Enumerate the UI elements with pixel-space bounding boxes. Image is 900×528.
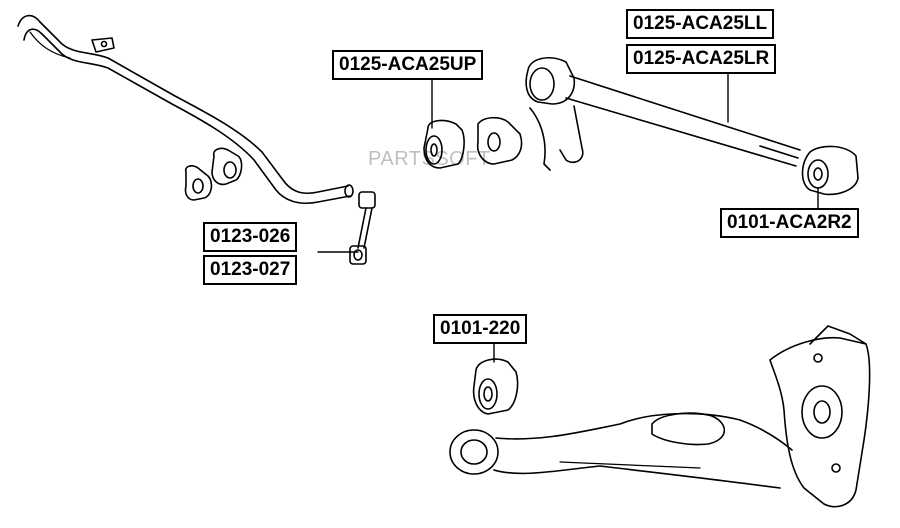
part-label-0125-aca25lr[interactable]: 0125-ACA25LR — [626, 44, 777, 74]
stabilizer-bushings-drawing — [184, 147, 243, 201]
part-label-0123-026[interactable]: 0123-026 — [203, 222, 298, 252]
part-label-0125-aca25ll[interactable]: 0125-ACA25LL — [626, 9, 775, 39]
stabilizer-bar-drawing — [17, 14, 354, 205]
lower-bushing-drawing — [472, 358, 519, 415]
watermark-text: PARTSSOFT — [368, 148, 491, 170]
upper-arm-bushing-drawing — [423, 116, 523, 169]
leader-lines — [317, 71, 819, 363]
part-label-0101-aca2r2[interactable]: 0101-ACA2R2 — [720, 208, 859, 238]
part-label-0125-aca25up[interactable]: 0125-ACA25UP — [332, 50, 484, 80]
part-label-0123-027[interactable]: 0123-027 — [203, 255, 298, 285]
lateral-arm-drawing — [525, 57, 859, 196]
lower-arm-knuckle-drawing — [449, 325, 871, 508]
part-label-0101-220[interactable]: 0101-220 — [433, 314, 528, 344]
stabilizer-link-drawing — [349, 191, 376, 265]
